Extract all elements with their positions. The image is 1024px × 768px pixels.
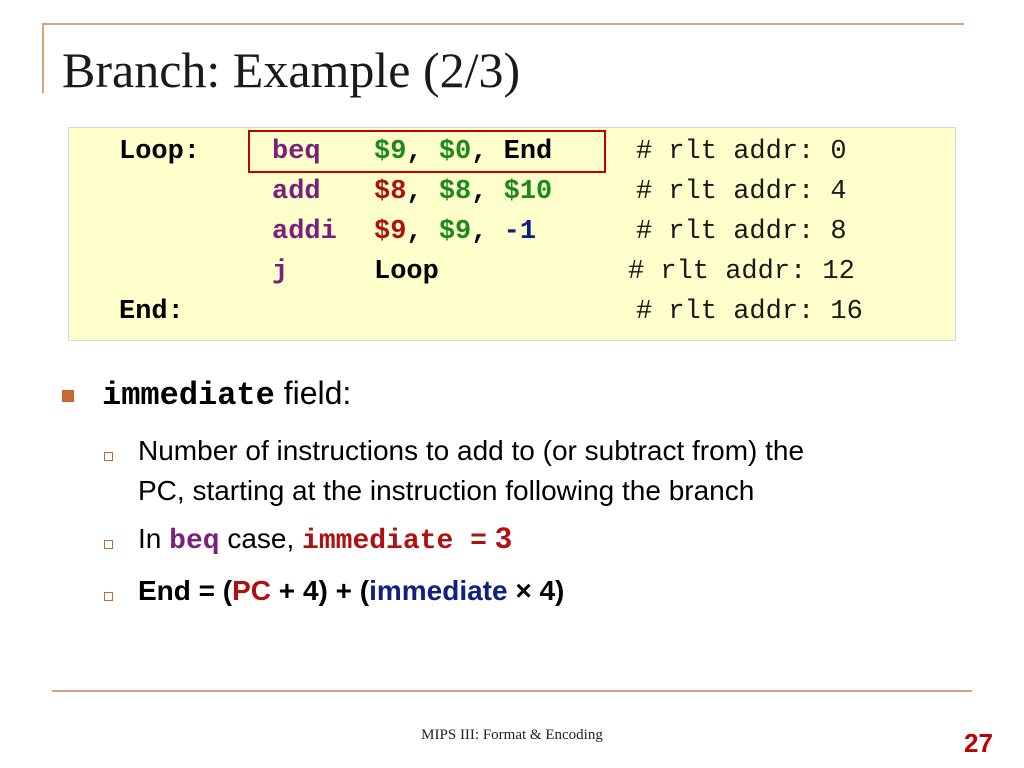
code-opcode: beq bbox=[272, 137, 321, 167]
code-label bbox=[119, 212, 200, 252]
immediate-keyword: immediate bbox=[102, 377, 275, 414]
code-label bbox=[119, 172, 200, 212]
code-label bbox=[119, 252, 200, 292]
code-args bbox=[374, 292, 552, 332]
sub-bullet-beq-case: In beq case, immediate = 3 bbox=[138, 519, 512, 562]
code-comment: # rlt addr: 0 bbox=[636, 137, 847, 167]
sub-bullet-line-1b: PC, starting at the instruction followin… bbox=[138, 475, 755, 506]
code-token: , bbox=[406, 177, 439, 207]
beq-keyword: beq bbox=[169, 526, 220, 557]
bullet-immediate-field: immediate field: bbox=[102, 375, 351, 414]
code-labels: Loop: End: bbox=[119, 132, 200, 332]
formula-part-a: End = ( bbox=[138, 575, 233, 606]
code-token: Loop bbox=[374, 257, 439, 287]
sub-bullet-end-formula: End = (PC + 4) + (immediate × 4) bbox=[138, 571, 564, 611]
code-token: $9 bbox=[374, 137, 407, 167]
code-opcode: j bbox=[272, 257, 289, 287]
code-opcodes: beq add addi j bbox=[272, 132, 337, 332]
code-token: $10 bbox=[503, 177, 553, 207]
footer-text: MIPS III: Format & Encoding bbox=[421, 727, 603, 743]
formula-part-b: + 4) + ( bbox=[271, 575, 370, 606]
in-text: In bbox=[138, 523, 170, 554]
formula-part-c: × 4) bbox=[507, 575, 565, 606]
code-opcode: addi bbox=[272, 217, 337, 247]
hollow-square-bullet-icon bbox=[104, 592, 113, 601]
code-token: $8 bbox=[374, 177, 407, 207]
code-token: , bbox=[471, 137, 504, 167]
code-token: , bbox=[471, 177, 504, 207]
code-opcode: add bbox=[272, 177, 321, 207]
square-bullet-icon bbox=[62, 390, 74, 402]
code-comment: # rlt addr: 8 bbox=[636, 217, 847, 247]
sub-bullet-line-1: Number of instructions to add to (or sub… bbox=[138, 435, 805, 466]
top-rule bbox=[42, 23, 964, 25]
hollow-square-bullet-icon bbox=[104, 452, 113, 461]
code-opcode bbox=[272, 292, 337, 332]
beq-highlight-box bbox=[248, 130, 606, 173]
code-comments: # rlt addr: 0 # rlt addr: 4 # rlt addr: 8 #… bbox=[628, 132, 863, 332]
code-token: $0 bbox=[438, 137, 472, 167]
code-args: $9, $9, -1 bbox=[374, 212, 552, 252]
code-comment: # rlt addr: 16 bbox=[636, 297, 863, 327]
code-token: , bbox=[406, 137, 439, 167]
code-box bbox=[68, 127, 956, 341]
code-label: Loop: bbox=[119, 137, 201, 167]
immediate-value: 3 bbox=[486, 522, 512, 555]
hollow-square-bullet-icon bbox=[104, 540, 113, 549]
code-token: , bbox=[406, 217, 439, 247]
bottom-rule bbox=[52, 690, 972, 692]
code-comment: # rlt addr: 12 bbox=[628, 257, 855, 287]
code-label: End: bbox=[119, 297, 184, 327]
code-token: $9 bbox=[374, 217, 407, 247]
code-args: $8, $8, $10 bbox=[374, 172, 552, 212]
formula-immediate: immediate bbox=[369, 575, 508, 606]
code-comment: # rlt addr: 4 bbox=[636, 177, 847, 207]
slide-title: Branch: Example (2/3) bbox=[62, 42, 521, 98]
code-args: $9, $0, End bbox=[374, 132, 552, 172]
code-token: End bbox=[503, 137, 553, 167]
code-args: Loop bbox=[374, 252, 552, 292]
page-number: 27 bbox=[964, 728, 993, 758]
code-token: -1 bbox=[503, 217, 537, 247]
field-text: field: bbox=[274, 375, 352, 411]
left-rule bbox=[42, 23, 44, 93]
immediate-equals: immediate = bbox=[302, 526, 487, 557]
code-token: $9 bbox=[438, 217, 472, 247]
formula-pc: PC bbox=[232, 575, 272, 606]
case-text: case, bbox=[219, 523, 303, 554]
code-token: , bbox=[471, 217, 504, 247]
code-token: $8 bbox=[438, 177, 472, 207]
